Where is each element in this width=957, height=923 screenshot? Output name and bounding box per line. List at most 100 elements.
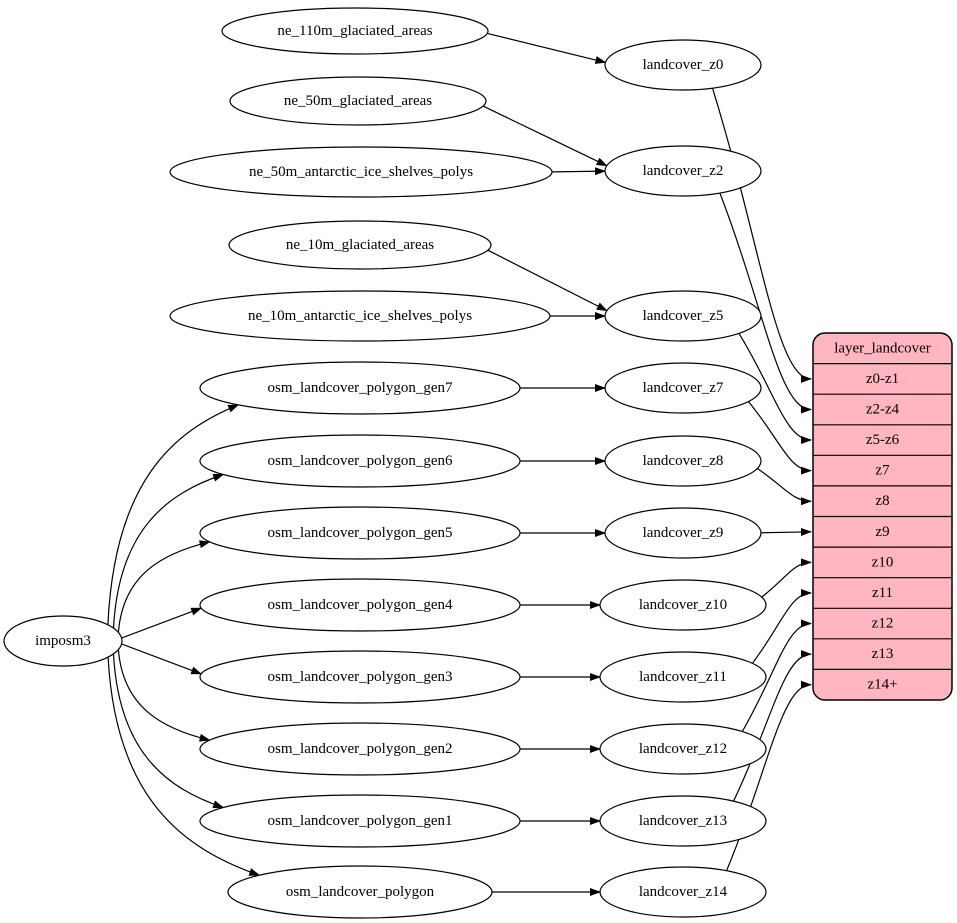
node-label: osm_landcover_polygon_gen3 bbox=[268, 669, 453, 685]
record-layer_landcover: layer_landcover z0-z1 z2-z4 z5-z6 z7 z8 z9 z10 z… bbox=[812, 332, 953, 701]
node-imposm3: imposm3 bbox=[3, 615, 123, 667]
edge-ne_110m_glaciated_areas-to-landcover_z0 bbox=[487, 32, 607, 64]
node-ellipse bbox=[169, 146, 553, 198]
node-label: imposm3 bbox=[35, 633, 91, 649]
edge-ne_50m_glaciated_areas-to-landcover_z2 bbox=[482, 105, 608, 167]
node-ellipse bbox=[604, 39, 762, 91]
record-row-z7: z7 bbox=[875, 463, 890, 479]
node-landcover_z7: landcover_z7 bbox=[604, 362, 762, 414]
record-title: layer_landcover bbox=[834, 340, 931, 356]
edge-imposm3-to-osm_landcover_polygon bbox=[107, 657, 261, 876]
edge-ne_10m_glaciated_areas-to-landcover_z5 bbox=[487, 249, 608, 312]
node-label: osm_landcover_polygon_gen2 bbox=[268, 741, 453, 757]
node-label: landcover_z7 bbox=[643, 380, 724, 396]
node-label: osm_landcover_polygon_gen7 bbox=[268, 380, 453, 396]
edge-landcover_z7-to-row-z7 bbox=[748, 401, 812, 475]
node-ellipse bbox=[169, 290, 551, 342]
node-osm_landcover_polygon_gen7: osm_landcover_polygon_gen7 bbox=[199, 361, 521, 415]
node-label: landcover_z5 bbox=[643, 308, 724, 324]
node-landcover_z13: landcover_z13 bbox=[599, 795, 767, 847]
node-ellipse bbox=[199, 506, 521, 560]
node-label: ne_10m_glaciated_areas bbox=[286, 237, 434, 253]
node-landcover_z5: landcover_z5 bbox=[604, 290, 762, 342]
node-ellipse bbox=[3, 615, 123, 667]
node-osm_landcover_polygon_gen1: osm_landcover_polygon_gen1 bbox=[199, 794, 521, 848]
node-ellipse bbox=[199, 361, 521, 415]
node-landcover_z9: landcover_z9 bbox=[604, 507, 762, 559]
node-label: landcover_z14 bbox=[639, 884, 728, 900]
edge-ne_50m_antarctic_ice_shelves_polys-to-landcover_z2 bbox=[551, 167, 606, 176]
node-ellipse bbox=[228, 220, 492, 270]
node-ne_10m_antarctic_ice_shelves_polys: ne_10m_antarctic_ice_shelves_polys bbox=[169, 290, 551, 342]
edge-imposm3-to-osm_landcover_polygon_gen1 bbox=[112, 653, 225, 809]
node-ellipse bbox=[604, 290, 762, 342]
node-label: landcover_z9 bbox=[643, 525, 724, 541]
edge-landcover_z10-to-row-z10 bbox=[761, 558, 812, 598]
node-osm_landcover_polygon_gen4: osm_landcover_polygon_gen4 bbox=[199, 578, 521, 632]
edge-landcover_z9-to-row-z9 bbox=[760, 528, 812, 536]
node-landcover_z2: landcover_z2 bbox=[604, 145, 762, 197]
node-landcover_z11: landcover_z11 bbox=[599, 651, 767, 703]
record-row-z13: z13 bbox=[872, 646, 894, 662]
node-landcover_z0: landcover_z0 bbox=[604, 39, 762, 91]
node-osm_landcover_polygon: osm_landcover_polygon bbox=[227, 865, 493, 919]
node-ne_10m_glaciated_areas: ne_10m_glaciated_areas bbox=[228, 220, 492, 270]
edge-imposm3-to-osm_landcover_polygon_gen5 bbox=[117, 540, 211, 633]
node-osm_landcover_polygon_gen5: osm_landcover_polygon_gen5 bbox=[199, 506, 521, 560]
node-label: landcover_z12 bbox=[639, 741, 727, 757]
node-label: landcover_z2 bbox=[643, 163, 724, 179]
node-label: landcover_z13 bbox=[639, 813, 727, 829]
record-row-z8: z8 bbox=[875, 493, 889, 509]
node-landcover_z8: landcover_z8 bbox=[604, 435, 762, 487]
edges bbox=[107, 32, 812, 896]
edge-landcover_z0-to-row-z0-z1 bbox=[711, 87, 812, 383]
node-osm_landcover_polygon_gen3: osm_landcover_polygon_gen3 bbox=[199, 650, 521, 704]
node-ellipse bbox=[229, 76, 487, 126]
node-label: landcover_z0 bbox=[643, 57, 724, 73]
node-osm_landcover_polygon_gen6: osm_landcover_polygon_gen6 bbox=[199, 434, 521, 488]
edge-landcover_z5-to-row-z5-z6 bbox=[738, 333, 812, 444]
node-ellipse bbox=[604, 362, 762, 414]
node-ellipse bbox=[599, 651, 767, 703]
record-row-z5-z6: z5-z6 bbox=[866, 432, 900, 448]
node-label: osm_landcover_polygon_gen5 bbox=[268, 525, 453, 541]
node-label: ne_50m_antarctic_ice_shelves_polys bbox=[249, 164, 473, 180]
record-row-z2-z4: z2-z4 bbox=[866, 402, 900, 418]
record-row-z14+: z14+ bbox=[867, 677, 897, 693]
node-ellipse bbox=[199, 722, 521, 776]
record-row-z11: z11 bbox=[872, 585, 893, 601]
node-label: landcover_z10 bbox=[639, 597, 727, 613]
record-row-z10: z10 bbox=[872, 554, 894, 570]
node-landcover_z14: landcover_z14 bbox=[599, 866, 767, 918]
edge-landcover_z13-to-row-z13 bbox=[732, 650, 812, 802]
node-ellipse bbox=[599, 579, 767, 631]
node-label: osm_landcover_polygon_gen6 bbox=[268, 453, 453, 469]
edge-imposm3-to-osm_landcover_polygon_gen2 bbox=[117, 649, 211, 742]
record-row-z0-z1: z0-z1 bbox=[866, 371, 899, 387]
node-ellipse bbox=[599, 866, 767, 918]
node-ellipse bbox=[199, 434, 521, 488]
node-ellipse bbox=[199, 650, 521, 704]
edge-landcover_z11-to-row-z11 bbox=[751, 589, 812, 664]
node-ellipse bbox=[604, 435, 762, 487]
node-label: ne_50m_glaciated_areas bbox=[284, 93, 432, 109]
node-ne_50m_antarctic_ice_shelves_polys: ne_50m_antarctic_ice_shelves_polys bbox=[169, 146, 553, 198]
node-ellipse bbox=[227, 865, 493, 919]
node-label: osm_landcover_polygon bbox=[286, 884, 435, 900]
edge-imposm3-to-osm_landcover_polygon_gen7 bbox=[107, 404, 240, 625]
node-ellipse bbox=[199, 794, 521, 848]
edge-landcover_z14-to-row-z14+ bbox=[726, 680, 812, 871]
node-ne_110m_glaciated_areas: ne_110m_glaciated_areas bbox=[221, 7, 489, 55]
record-row-z9: z9 bbox=[875, 524, 889, 540]
node-label: landcover_z8 bbox=[643, 453, 724, 469]
node-label: ne_10m_antarctic_ice_shelves_polys bbox=[248, 308, 472, 324]
edge-imposm3-to-osm_landcover_polygon_gen3 bbox=[121, 643, 203, 675]
node-ellipse bbox=[221, 7, 489, 55]
edge-imposm3-to-osm_landcover_polygon_gen4 bbox=[121, 607, 203, 639]
record-row-z12: z12 bbox=[872, 616, 894, 632]
node-landcover_z12: landcover_z12 bbox=[599, 723, 767, 775]
node-label: landcover_z11 bbox=[639, 669, 727, 685]
edge-landcover_z8-to-row-z8 bbox=[757, 468, 812, 506]
